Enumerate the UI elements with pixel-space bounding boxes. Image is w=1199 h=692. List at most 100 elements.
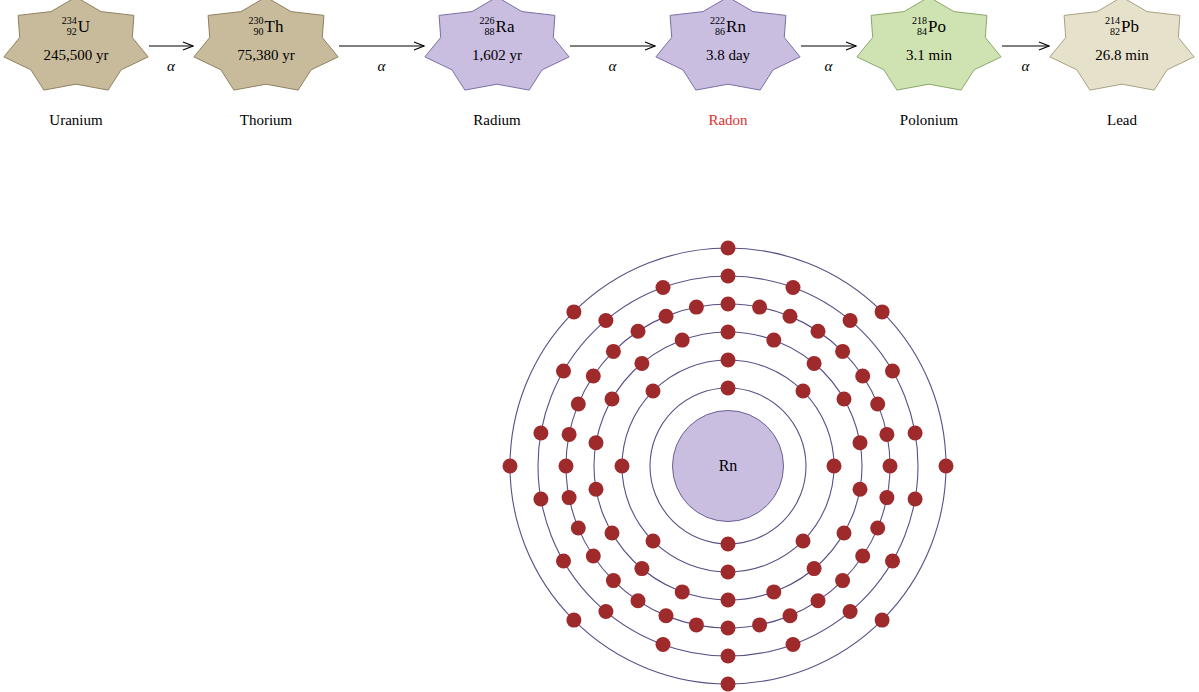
half-life: 75,380 yr (191, 47, 341, 64)
electron-dot (837, 392, 852, 407)
electron-dot (533, 492, 548, 507)
half-life: 245,500 yr (1, 47, 151, 64)
electron-dot (879, 490, 894, 505)
electron-dot (827, 459, 842, 474)
electron-dot (875, 304, 890, 319)
electron-dot (605, 526, 620, 541)
electron-dot (908, 492, 923, 507)
isotope-star: 23492U245,500 yrUranium (1, 0, 151, 96)
nucleon-numbers: 21884 (912, 16, 927, 37)
decay-arrow (149, 45, 193, 46)
mass-number: 230 (249, 16, 264, 27)
electron-dot (562, 427, 577, 442)
electron-dot (721, 381, 736, 396)
electron-dot (908, 426, 923, 441)
electron-dot (786, 637, 801, 652)
nucleon-numbers: 21482 (1105, 16, 1120, 37)
electron-dot (766, 584, 781, 599)
electron-dot (634, 356, 649, 371)
isotope-symbol: 23090Th (191, 16, 341, 37)
electron-dot (855, 369, 870, 384)
electron-dot (766, 333, 781, 348)
element-name: Thorium (171, 112, 361, 129)
mass-number: 234 (62, 16, 77, 27)
element-name: Radon (633, 112, 823, 129)
electron-dot (631, 324, 646, 339)
shell-ring (510, 248, 946, 684)
element-symbol: Th (265, 18, 284, 35)
electron-dot (646, 384, 661, 399)
electron-dot (811, 324, 826, 339)
isotope-star: 21884Po3.1 minPolonium (854, 0, 1004, 96)
element-symbol: Po (928, 18, 946, 35)
electron-dot (796, 534, 811, 549)
nucleon-numbers: 22688 (480, 16, 495, 37)
electron-dot (634, 561, 649, 576)
electron-dot (646, 534, 661, 549)
electron-dot (807, 561, 822, 576)
decay-label: α (607, 58, 619, 75)
electron-dot (853, 435, 868, 450)
isotope-symbol: 23492U (1, 16, 151, 37)
electron-dot (615, 459, 630, 474)
electron-dot (675, 584, 690, 599)
isotope-star: 23090Th75,380 yrThorium (191, 0, 341, 96)
electron-dot (870, 521, 885, 536)
decay-arrow (1002, 45, 1049, 46)
electron-dot (559, 459, 574, 474)
element-name: Radium (402, 112, 592, 129)
electron-dot (721, 537, 736, 552)
electron-dot (589, 482, 604, 497)
electron-dot (843, 604, 858, 619)
electron-dot (659, 608, 674, 623)
electron-dot (939, 459, 954, 474)
electron-dot (837, 526, 852, 541)
electron-dot (721, 621, 736, 636)
electron-dot (598, 313, 613, 328)
element-name: Lead (1027, 112, 1199, 129)
electron-dot (853, 482, 868, 497)
electron-dot (606, 573, 621, 588)
electron-dot (586, 369, 601, 384)
nucleon-numbers: 23492 (62, 16, 77, 37)
electron-dot (656, 637, 671, 652)
electron-dot (783, 608, 798, 623)
electron-dot (656, 280, 671, 295)
nucleon-numbers: 23090 (249, 16, 264, 37)
decay-label: α (1020, 58, 1032, 75)
electron-dot (855, 549, 870, 564)
shell-ring (622, 360, 834, 572)
electron-dot (571, 397, 586, 412)
electron-dot (885, 364, 900, 379)
electron-dot (606, 344, 621, 359)
element-name: Polonium (834, 112, 1024, 129)
decay-label: α (165, 58, 177, 75)
element-symbol: U (78, 18, 90, 35)
electron-dot (503, 459, 518, 474)
decay-arrow (801, 45, 856, 46)
nucleus-circle: Rn (672, 410, 784, 522)
decay-label: α (823, 58, 835, 75)
isotope-star: 21482Pb26.8 minLead (1047, 0, 1197, 96)
electron-dot (571, 521, 586, 536)
electron-dot (533, 426, 548, 441)
electron-dot (721, 565, 736, 580)
atomic-number: 86 (710, 27, 725, 38)
electron-dot (807, 356, 822, 371)
electron-dot (783, 309, 798, 324)
decay-arrow (339, 45, 424, 46)
decay-arrow (570, 45, 655, 46)
electron-dot (721, 297, 736, 312)
isotope-symbol: 22688Ra (422, 16, 572, 37)
electron-dot (835, 344, 850, 359)
electron-dot (883, 459, 898, 474)
electron-dot (675, 333, 690, 348)
electron-dot (689, 617, 704, 632)
electron-dot (870, 397, 885, 412)
electron-dot (752, 300, 767, 315)
isotope-symbol: 21884Po (854, 16, 1004, 37)
nucleus-label: Rn (719, 457, 738, 475)
nucleon-numbers: 22286 (710, 16, 725, 37)
electron-dot (556, 554, 571, 569)
